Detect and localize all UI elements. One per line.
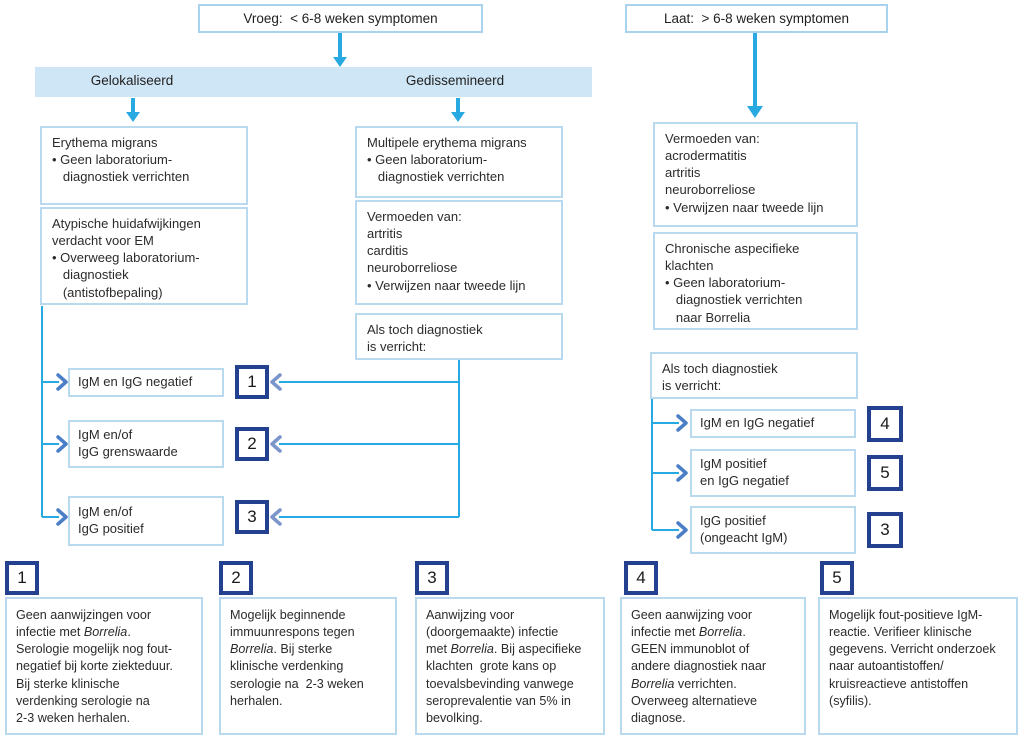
- left-branch-arrowheads: [56, 373, 68, 526]
- note-badge-5: 5: [820, 561, 854, 595]
- arrowhead-down: [126, 112, 140, 122]
- box-early-suspicion: Vermoeden van: artritis carditis neurobo…: [355, 200, 563, 305]
- result-late-igm-positive: IgM positief en IgG negatief: [690, 449, 856, 497]
- box-late-if-tested: Als toch diagnostiek is verricht:: [650, 352, 858, 399]
- arrowhead-left: [270, 508, 282, 526]
- box-chronic-complaints: Chronische aspecifieke klachten • Geen l…: [653, 232, 858, 330]
- ref-badge-3-late: 3: [867, 512, 903, 548]
- result-early-negative: IgM en IgG negatief: [68, 368, 224, 397]
- note-box-3: Aanwijzing voor (doorgemaakte) infectie …: [415, 597, 605, 735]
- note-box-4: Geen aanwijzing voor infectie met Borrel…: [620, 597, 806, 735]
- arrowhead-left: [270, 373, 282, 391]
- arrowhead-right: [676, 521, 688, 539]
- ref-badge-5: 5: [867, 455, 903, 491]
- ref-badge-4: 4: [867, 406, 903, 442]
- box-erythema-migrans: Erythema migrans • Geen laboratorium- di…: [40, 126, 248, 205]
- arrowhead-right: [56, 508, 68, 526]
- ref-badge-2: 2: [235, 427, 269, 461]
- result-early-borderline: IgM en/of IgG grenswaarde: [68, 420, 224, 468]
- header-early: Vroeg: < 6-8 weken symptomen: [198, 4, 483, 33]
- arrowhead-down: [333, 57, 347, 67]
- note-box-1: Geen aanwijzingen voor infectie met Borr…: [5, 597, 203, 735]
- arrowhead-down: [451, 112, 465, 122]
- box-multiple-em: Multipele erythema migrans • Geen labora…: [355, 126, 563, 198]
- right-branch-lines: [651, 399, 679, 531]
- arrowhead-down: [747, 106, 763, 118]
- middle-branch-arrowheads: [270, 373, 282, 526]
- middle-branch-lines: [279, 360, 460, 518]
- banner-label-disseminated: Gedissemineerd: [405, 73, 505, 88]
- header-late: Laat: > 6-8 weken symptomen: [625, 4, 888, 33]
- arrowhead-right: [676, 464, 688, 482]
- note-badge-4: 4: [624, 561, 658, 595]
- arrowhead-right: [56, 435, 68, 453]
- box-late-suspicion: Vermoeden van: acrodermatitis artritis n…: [653, 122, 858, 227]
- arrowhead-right: [56, 373, 68, 391]
- note-box-2: Mogelijk beginnende immuunrespons tegen …: [219, 597, 397, 735]
- left-branch-lines: [41, 306, 59, 518]
- ref-badge-1: 1: [235, 365, 269, 399]
- box-atypical-skin: Atypische huidafwijkingen verdacht voor …: [40, 207, 248, 305]
- arrowhead-left: [270, 435, 282, 453]
- arrowhead-right: [676, 414, 688, 432]
- note-badge-2: 2: [219, 561, 253, 595]
- flow-arrows: [126, 33, 763, 122]
- right-branch-arrowheads: [676, 414, 688, 539]
- result-late-igg-positive: IgG positief (ongeacht IgM): [690, 506, 856, 554]
- note-badge-3: 3: [415, 561, 449, 595]
- banner-label-localized: Gelokaliseerd: [90, 73, 174, 88]
- ref-badge-3: 3: [235, 500, 269, 534]
- box-early-if-tested: Als toch diagnostiek is verricht:: [355, 313, 563, 360]
- note-box-5: Mogelijk fout-positieve IgM- reactie. Ve…: [818, 597, 1018, 735]
- note-badge-1: 1: [5, 561, 39, 595]
- result-early-positive: IgM en/of IgG positief: [68, 496, 224, 546]
- result-late-negative: IgM en IgG negatief: [690, 409, 856, 438]
- category-banner: [35, 67, 592, 97]
